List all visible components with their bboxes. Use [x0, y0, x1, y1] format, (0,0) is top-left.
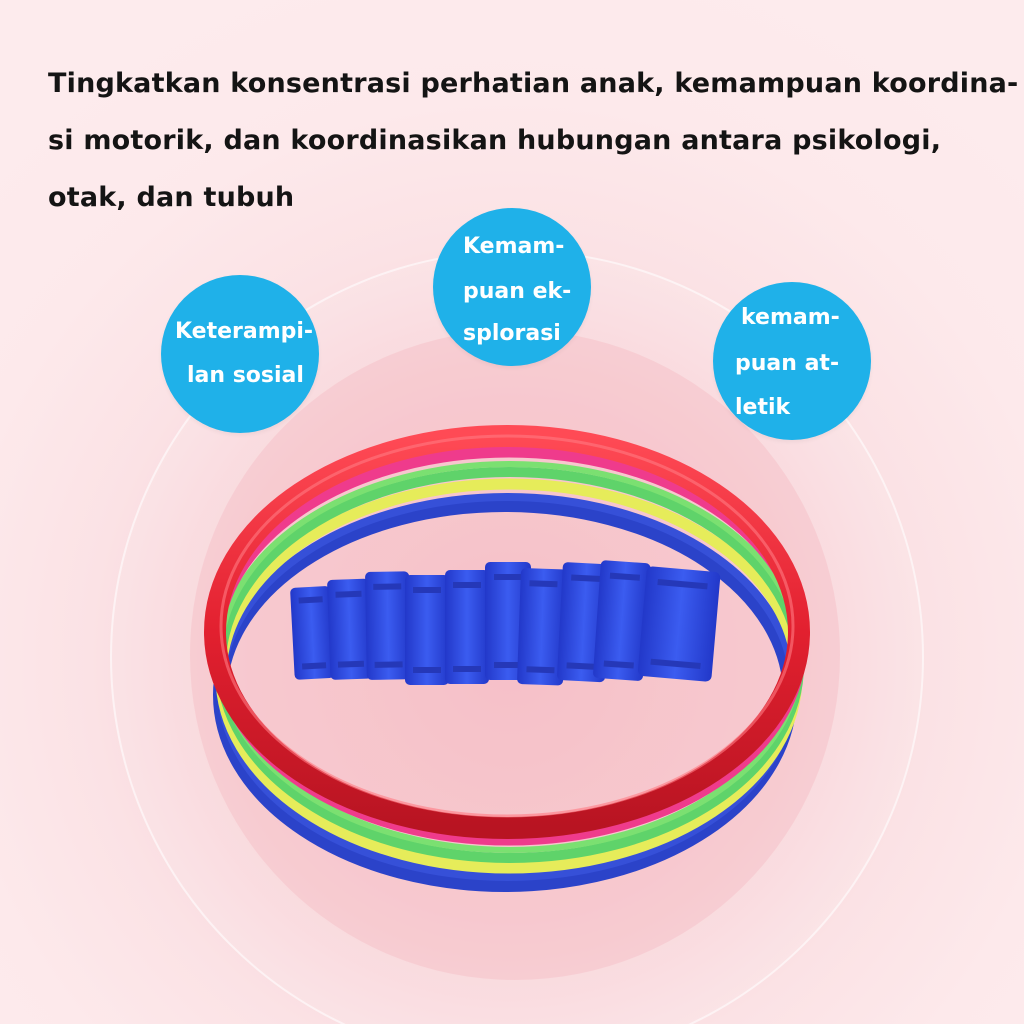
bubble-exploration-line-2: puan ek-	[463, 279, 572, 304]
connector-clip	[365, 571, 411, 680]
bubble-exploration-line-3: splorasi	[463, 321, 561, 346]
connector-clip	[290, 586, 335, 680]
connector-clip	[327, 578, 373, 680]
headline-line-2: si motorik, dan koordinasikan hubungan a…	[48, 125, 942, 156]
bubble-social-skills: Keterampi- lan sosial	[161, 275, 319, 433]
connector-clip	[405, 575, 449, 685]
connector-clip	[593, 560, 651, 681]
headline-line-1: Tingkatkan konsentrasi perhatian anak, k…	[48, 68, 1019, 99]
bubble-athletic-ability: kemam- puan at- letik	[713, 282, 871, 440]
connector-clip	[445, 570, 489, 684]
ring-stack	[204, 425, 810, 892]
headline-line-3: otak, dan tubuh	[48, 182, 295, 213]
bubble-athletic-line-3: letik	[735, 395, 791, 420]
bubble-athletic-line-1: kemam-	[741, 305, 840, 330]
bubble-exploration-line-1: Kemam-	[463, 234, 565, 259]
connector-clip	[637, 566, 721, 682]
headline: Tingkatkan konsentrasi perhatian anak, k…	[48, 55, 1019, 226]
bubble-exploration-ability: Kemam- puan ek- splorasi	[433, 208, 591, 366]
connector-row	[290, 560, 721, 686]
bubble-social-line-2: lan sosial	[187, 363, 304, 388]
bubble-athletic-line-2: puan at-	[735, 351, 840, 376]
bubble-social-line-1: Keterampi-	[175, 319, 314, 344]
connector-clip	[517, 568, 567, 686]
ring-red-highlight	[219, 434, 795, 818]
hoop-rings-icon	[204, 425, 810, 892]
